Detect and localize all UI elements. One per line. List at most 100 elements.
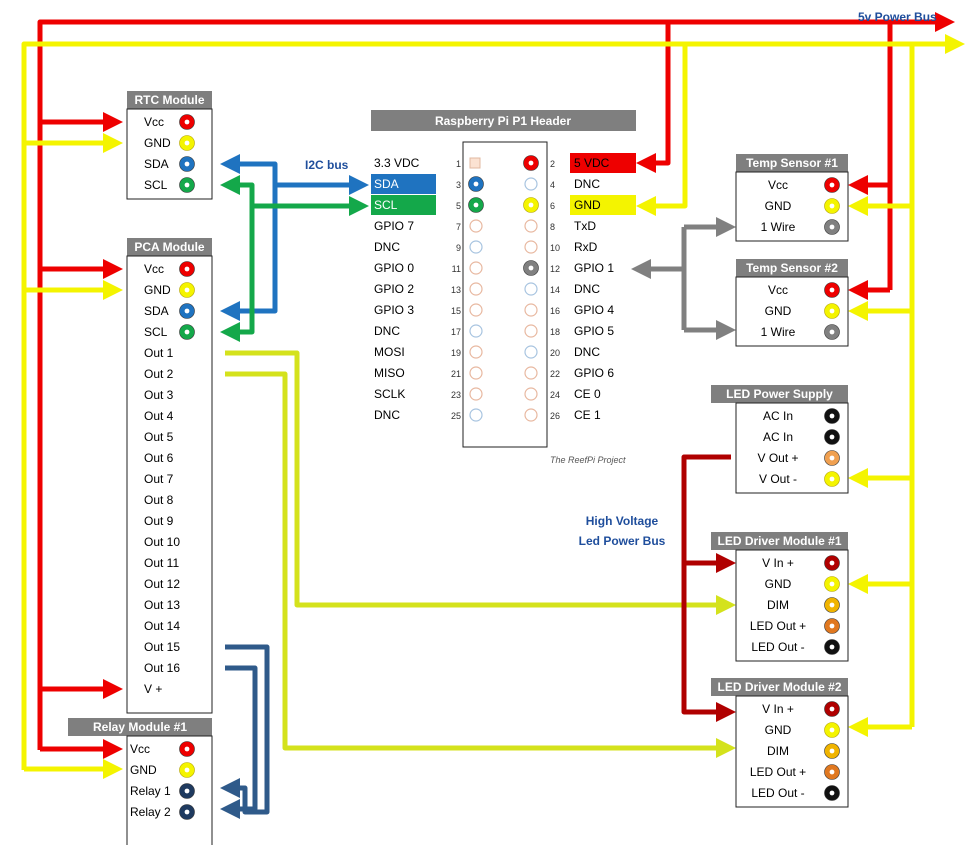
pi-pin-left-label: GPIO 0 (374, 261, 414, 275)
pi-pin-number-odd: 1 (456, 159, 461, 169)
temp1-terminal-icon[interactable] (824, 177, 840, 193)
pca-terminal-icon[interactable] (179, 303, 195, 319)
temp2-terminal-icon[interactable] (824, 324, 840, 340)
pca-pin-label: Out 8 (144, 493, 174, 507)
pca-pin-label: Out 6 (144, 451, 174, 465)
pi-pin-icon[interactable] (524, 366, 538, 380)
relay-terminal-icon[interactable] (179, 741, 195, 757)
drv2-terminal-icon[interactable] (824, 785, 840, 801)
pi-pin-icon[interactable] (524, 408, 538, 422)
pi-pin-icon[interactable] (469, 324, 483, 338)
pi-pin-icon[interactable] (524, 303, 538, 317)
pi-pin-icon[interactable] (469, 345, 483, 359)
drv1-terminal-icon[interactable] (824, 618, 840, 634)
drv1-terminal-icon[interactable] (824, 597, 840, 613)
rtc-pin-label: GND (144, 136, 171, 150)
pca-title-bar (127, 238, 212, 256)
rtc-terminal-icon[interactable] (179, 177, 195, 193)
pi-pin-icon[interactable] (469, 219, 483, 233)
pi-pin-number-even: 6 (550, 201, 555, 211)
drv1-terminal-icon[interactable] (824, 576, 840, 592)
pca-pin-label: Out 10 (144, 535, 180, 549)
pi-pin-icon[interactable] (524, 324, 538, 338)
pi-pin-right-label: GPIO 1 (574, 261, 614, 275)
rtc-terminal-icon[interactable] (179, 156, 195, 172)
pi-pin-gnd-icon[interactable] (523, 197, 539, 213)
pi-pin-icon[interactable] (469, 366, 483, 380)
pca-body (126, 255, 213, 714)
drv2-terminal-icon[interactable] (824, 701, 840, 717)
ledps-terminal-icon[interactable] (824, 450, 840, 466)
pi-pin-icon[interactable] (524, 177, 538, 191)
drv1-pin-label: DIM (767, 598, 789, 612)
green-scl-to-pca (220, 206, 255, 342)
relay-pin-label: Relay 1 (130, 784, 171, 798)
temp1-terminal-icon[interactable] (824, 198, 840, 214)
pi-pin-icon[interactable] (469, 282, 483, 296)
drv1-terminal-icon[interactable] (824, 555, 840, 571)
green-scl-rtc (220, 175, 255, 206)
pi-pin-left-label: SDA (374, 177, 399, 191)
drv1-pin-label: GND (765, 577, 792, 591)
pi-pin-right-label: DNC (574, 177, 600, 191)
pi-pin-icon[interactable] (469, 240, 483, 254)
drv2-terminal-icon[interactable] (824, 764, 840, 780)
lime-out2-to-drv2-dim (225, 371, 736, 758)
pi-pin-5v-icon[interactable] (523, 155, 539, 171)
pi-pin-left-label: SCLK (374, 387, 405, 401)
pi-pin-scl-icon[interactable] (468, 197, 484, 213)
pca-terminal-icon[interactable] (179, 261, 195, 277)
pca-terminal-icon[interactable] (179, 324, 195, 340)
relay-terminal-icon[interactable] (179, 804, 195, 820)
pi-pin-square-icon[interactable] (469, 157, 481, 169)
navy-out16-to-relay2 (220, 665, 258, 819)
pi-pin-icon[interactable] (524, 282, 538, 296)
drv1-terminal-icon[interactable] (824, 639, 840, 655)
pi-pin-icon[interactable] (469, 408, 483, 422)
rtc-title: RTC Module (135, 93, 205, 107)
relay-terminal-icon[interactable] (179, 762, 195, 778)
pi-pin-number-odd: 7 (456, 222, 461, 232)
ledps-terminal-icon[interactable] (824, 408, 840, 424)
ledps-terminal-icon[interactable] (824, 429, 840, 445)
drv2-terminal-icon[interactable] (824, 722, 840, 738)
relay-pin-label: GND (130, 763, 157, 777)
pi-pin-icon[interactable] (524, 219, 538, 233)
pi-pin-gpio1-icon[interactable] (523, 260, 539, 276)
drv2-title-bar (711, 678, 848, 696)
pca-pin-label: V + (144, 682, 162, 696)
pi-pin-right-label: DNC (574, 282, 600, 296)
pca-pin-label: Out 4 (144, 409, 174, 423)
pca-pin-label: Out 1 (144, 346, 174, 360)
temp1-terminal-icon[interactable] (824, 219, 840, 235)
pi-pin-icon[interactable] (469, 387, 483, 401)
drv2-terminal-icon[interactable] (824, 743, 840, 759)
pi-pin-icon[interactable] (524, 345, 538, 359)
temp2-terminal-icon[interactable] (824, 303, 840, 319)
pi-pin-icon[interactable] (524, 240, 538, 254)
pca-pin-label: Out 14 (144, 619, 180, 633)
rtc-terminal-icon[interactable] (179, 135, 195, 151)
i2c-bus-label: I2C bus (305, 158, 349, 172)
pi-pin-number-odd: 3 (456, 180, 461, 190)
pi-pin-icon[interactable] (469, 261, 483, 275)
rtc-terminal-icon[interactable] (179, 114, 195, 130)
pi-pin-icon[interactable] (524, 387, 538, 401)
relay-terminal-icon[interactable] (179, 783, 195, 799)
power-bus-label: 5v Power Bus (858, 10, 937, 24)
hv-bus-label-line2: Led Power Bus (579, 534, 666, 548)
ledps-terminal-icon[interactable] (824, 471, 840, 487)
yellow-bus-main (21, 34, 965, 770)
temp2-terminal-icon[interactable] (824, 282, 840, 298)
yellow-to-pi-gnd (636, 44, 688, 216)
pi-pin-sda-icon[interactable] (468, 176, 484, 192)
pi-pin-number-even: 18 (550, 327, 560, 337)
pi-pin-icon[interactable] (469, 303, 483, 317)
red-to-pi-5v (636, 22, 671, 173)
yellow-gnd-wires (21, 34, 965, 779)
pca-terminal-icon[interactable] (179, 282, 195, 298)
